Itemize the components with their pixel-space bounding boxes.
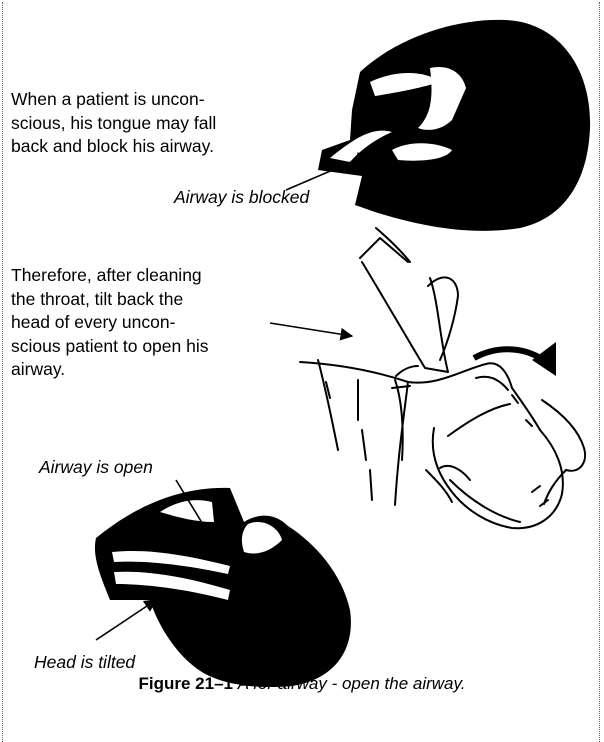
tilted-pointer-arrow <box>96 600 156 640</box>
rotation-arrow-head <box>532 342 556 376</box>
head-tilt-illustration <box>300 228 585 528</box>
unconscious-tongue-paragraph: When a patient is uncon- scious, his ton… <box>11 88 216 159</box>
tilt-pointer-arrow <box>270 323 352 336</box>
airway-blocked-label: Airway is blocked <box>174 187 309 208</box>
paragraph-line: head of every uncon- <box>11 311 209 335</box>
paragraph-line: scious patient to open his <box>11 335 209 359</box>
paragraph-line: scious, his tongue may fall <box>11 112 216 136</box>
paragraph-line: airway. <box>11 358 209 382</box>
airway-open-label: Airway is open <box>39 457 153 478</box>
paragraph-line: Therefore, after cleaning <box>11 264 209 288</box>
head-tilted-label: Head is tilted <box>34 652 135 673</box>
paragraph-line: the throat, tilt back the <box>11 288 209 312</box>
blocked-airway-illustration <box>318 20 590 231</box>
figure-caption: Figure 21–1 A for airway - open the airw… <box>0 674 604 694</box>
paragraph-line: back and block his airway. <box>11 135 216 159</box>
paragraph-line: When a patient is uncon- <box>11 88 216 112</box>
figure-caption-text: A for airway - open the airway. <box>238 674 466 693</box>
head-tilt-instruction-paragraph: Therefore, after cleaning the throat, ti… <box>11 264 209 382</box>
figure-number: Figure 21–1 <box>139 674 234 693</box>
